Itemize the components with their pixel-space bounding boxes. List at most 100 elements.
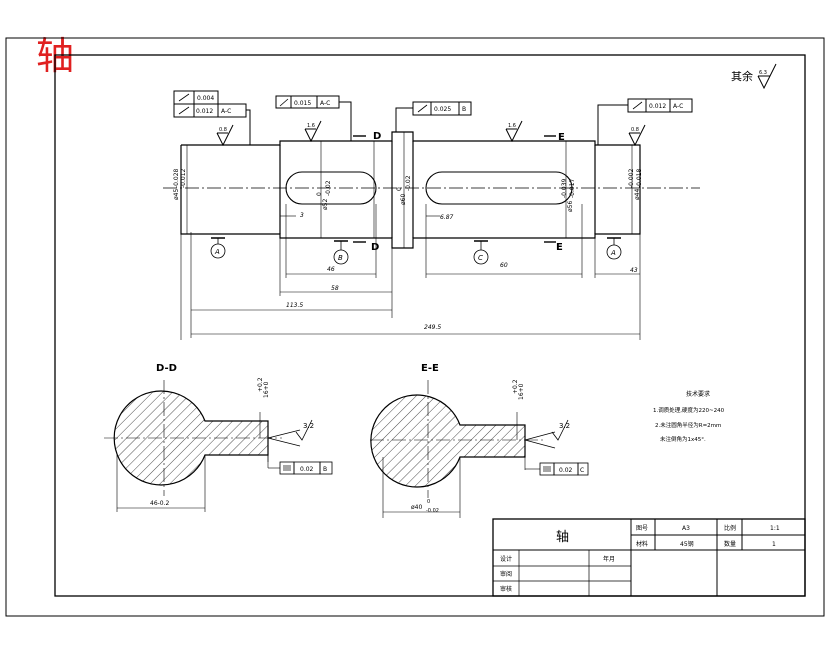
tech-notes-line1: 1.调质处理,硬度为220~240	[653, 406, 725, 414]
tb-approve-label: 审核	[500, 585, 512, 593]
section-ee-title: E-E	[421, 363, 439, 374]
datum-a1: A	[214, 248, 220, 256]
dia-52-zero: 0	[316, 192, 323, 196]
tolerance-frame-mid: 0.025 B	[395, 101, 472, 132]
keyway-left	[285, 171, 377, 205]
tol-left-top-val: 0.004	[197, 95, 214, 102]
dia-60-tol: -0.02	[405, 175, 412, 191]
tb-scale-label: 比例	[724, 524, 736, 532]
dia-44-tol-top: -0.002	[628, 168, 635, 188]
ee-width-tol: -0.02	[426, 508, 439, 514]
dim-113-5: 113.5	[286, 302, 303, 309]
tol-right-ref: A-C	[673, 103, 683, 110]
dim-58: 58	[331, 285, 339, 292]
dia-60-zero: 0	[396, 187, 403, 191]
ee-width: ø40	[411, 504, 422, 511]
inner-dimension-lines	[186, 141, 633, 238]
ee-rough: 3.2	[559, 422, 570, 430]
ee-tol-ref: C	[580, 467, 584, 474]
tb-ratio-value: A3	[682, 525, 690, 532]
dia-60: ø60	[400, 194, 407, 205]
tol-mid-val: 0.025	[434, 106, 451, 113]
dia-56-tol-top: -0.039	[561, 178, 568, 198]
dia-44: ø44	[634, 189, 641, 200]
dim-43: 43	[630, 267, 638, 274]
dd-rough: 3.2	[303, 422, 314, 430]
section-e-top: E	[558, 132, 565, 143]
rough-1: 0.8	[219, 127, 227, 133]
section-e-bottom: E	[556, 242, 563, 253]
section-markers	[353, 135, 556, 243]
tb-material-label: 材料	[636, 540, 648, 548]
dd-depth-top: +0.2	[257, 377, 264, 392]
ee-depth-bottom: 16+0	[518, 383, 525, 400]
tolerance-frame-mid-left: 0.015 A-C	[275, 95, 352, 141]
tol-left-bottom-val: 0.012	[196, 108, 213, 115]
ee-tol-val: 0.02	[559, 467, 573, 474]
outer-border	[5, 37, 825, 617]
datum-a2: A	[610, 249, 616, 257]
tb-check-label: 审阅	[500, 570, 512, 578]
tech-notes-title: 技术要求	[686, 390, 710, 398]
dia-45: ø45	[173, 189, 180, 200]
rough-2: 1.6	[307, 123, 315, 129]
dia-52: ø52	[322, 199, 329, 210]
horizontal-dimensions	[180, 204, 641, 340]
section-letters: D D E E	[371, 131, 565, 253]
dia-56: ø56	[567, 201, 574, 212]
roughness-note: 其余 6.3	[731, 63, 777, 90]
dia-45-tol-top: -0.028	[173, 168, 180, 188]
section-dd-title: D-D	[156, 363, 177, 374]
tb-part-name: 轴	[556, 530, 569, 545]
tb-material-value: 45钢	[680, 540, 694, 548]
diameter-labels: ø45 -0.028 -0.012 ø52 0 -0.02 ø60 0 -0.0…	[173, 168, 643, 212]
dia-44-tol-bottom: -0.018	[636, 168, 643, 188]
datum-c: C	[478, 254, 483, 262]
dia-52-tol: -0.02	[325, 180, 332, 196]
rough-3: 1.6	[508, 123, 516, 129]
tol-left-bottom-ref: A-C	[221, 108, 231, 115]
dim-60: 60	[500, 262, 508, 269]
roughness-note-label: 其余	[731, 69, 753, 83]
datum-symbols	[210, 237, 622, 265]
datum-letters: A B C A	[214, 248, 616, 262]
tol-mid-left-ref: A-C	[320, 100, 330, 107]
tech-notes-line2: 2.未注圆角半径为R=2mm	[655, 421, 721, 429]
datum-b: B	[338, 254, 343, 262]
dim-6-87: 6.87	[440, 214, 454, 221]
dd-width: 46-0.2	[150, 500, 170, 507]
dd-depth-bottom: 16+0	[263, 381, 270, 398]
dim-3: 3	[300, 212, 304, 219]
title-block	[492, 518, 806, 597]
dia-56-tol-bottom: -0.017	[569, 178, 576, 198]
dia-45-tol-bottom: -0.012	[180, 168, 187, 188]
tb-design-label: 设计	[500, 555, 512, 563]
keyway-right	[425, 171, 573, 205]
tol-mid-left-val: 0.015	[294, 100, 311, 107]
tol-right-val: 0.012	[649, 103, 666, 110]
section-ee: E-E 3.2 0.02 C +0.2 16+0 ø40 0 -0.02	[370, 363, 589, 518]
rough-4: 0.8	[631, 127, 639, 133]
tolerance-frame-right: 0.012 A-C	[597, 98, 693, 145]
inner-border	[54, 54, 806, 597]
tech-notes-line3: 未注倒角为1x45°.	[660, 435, 706, 443]
tb-date-label: 年月	[603, 555, 615, 563]
roughness-marks: 0.8 1.6 1.6 0.8	[216, 120, 646, 147]
dd-tol-ref: B	[323, 466, 327, 473]
ee-depth-top: +0.2	[512, 379, 519, 394]
tb-scale-value: 1:1	[770, 525, 780, 532]
section-d-bottom: D	[371, 242, 379, 253]
dd-tol-val: 0.02	[300, 466, 314, 473]
dim-46: 46	[327, 266, 335, 273]
roughness-note-value: 6.3	[759, 70, 767, 76]
dim-249-5: 249.5	[424, 324, 441, 331]
tb-qty-label: 数量	[724, 540, 736, 548]
ee-width-zero: 0	[427, 499, 430, 505]
tech-notes: 技术要求 1.调质处理,硬度为220~240 2.未注圆角半径为R=2mm 未注…	[653, 390, 725, 443]
tol-mid-ref: B	[462, 106, 466, 113]
tb-qty-value: 1	[772, 541, 776, 548]
title-block-text: 轴 图号 A3 比例 1:1 材料 45钢 数量 1 设计 审阅 审核 年月	[500, 524, 780, 593]
section-dd: D-D 3.2 0.02 B +0.2 16+0 46-0.2	[104, 363, 333, 512]
tb-ratio-label: 图号	[636, 525, 648, 532]
